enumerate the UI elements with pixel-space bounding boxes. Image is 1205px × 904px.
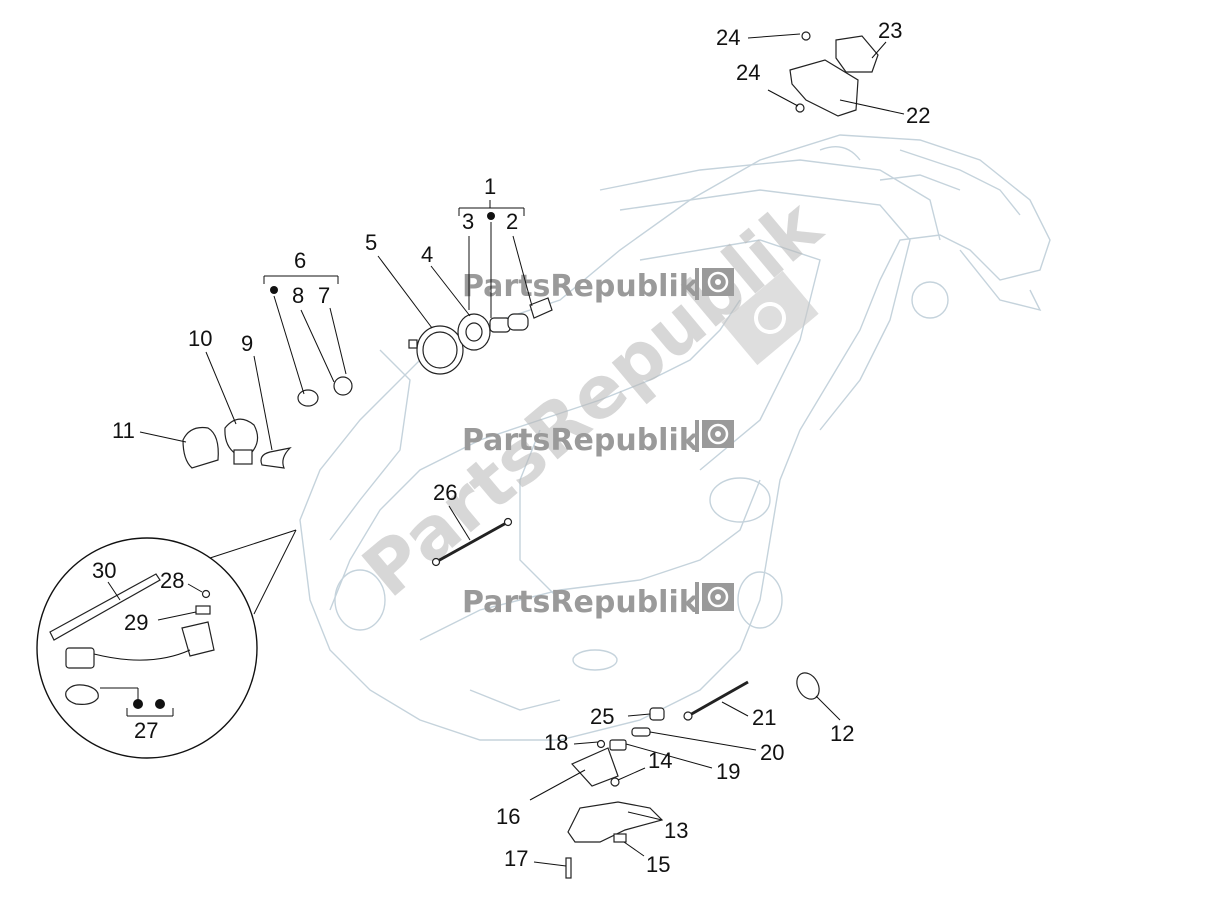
part-22-bracket [789, 31, 879, 117]
part-16-actuator [570, 747, 619, 787]
callout-1: 1 [484, 174, 496, 199]
part-27-key-tag [65, 684, 99, 705]
part-3-2-lock-cylinder [489, 297, 553, 333]
part-29-clip [195, 605, 211, 615]
callout-17: 17 [504, 846, 528, 871]
part-14-screw [610, 777, 620, 787]
callout-14: 14 [648, 748, 672, 773]
part-25-clip [649, 707, 665, 721]
watermark-text: PartsRepublik [462, 423, 700, 458]
callout-6: 6 [294, 248, 306, 273]
part-8-bulb [297, 389, 319, 407]
watermark-top: PartsRepublik [462, 268, 734, 304]
callout-11: 11 [112, 418, 135, 443]
callout-15: 15 [646, 852, 670, 877]
callout-30: 30 [92, 558, 116, 583]
part-21-cable [683, 680, 749, 721]
callout-19: 19 [716, 759, 740, 784]
part-7-ring [333, 376, 353, 396]
callout-18: 18 [544, 730, 568, 755]
callout-9: 9 [241, 331, 253, 356]
part-10-horn [224, 418, 259, 465]
watermark-text: PartsRepublik [462, 585, 700, 620]
part-18-screw [596, 739, 606, 749]
part-15-nut [613, 833, 627, 843]
part-19-pin [609, 739, 627, 751]
callout-28: 28 [160, 568, 184, 593]
gear-icon [702, 583, 734, 611]
part-30-cable-tie [49, 573, 161, 641]
part-20-spring [631, 727, 651, 737]
callout-29: 29 [124, 610, 148, 635]
callout-3: 3 [462, 209, 474, 234]
part-26-cable [431, 517, 513, 567]
part-5-lock-ring [408, 325, 464, 375]
gear-icon [702, 420, 734, 448]
watermark-middle: PartsRepublik [462, 420, 734, 458]
callout-13: 13 [664, 818, 688, 843]
part-4-lock-body [457, 313, 491, 351]
callout-26: 26 [433, 480, 457, 505]
callout-20: 20 [760, 740, 784, 765]
callout-24-lower: 24 [736, 60, 760, 85]
parts [182, 31, 879, 879]
callout-2: 2 [506, 209, 518, 234]
part-28-screw [201, 589, 211, 599]
gear-icon [702, 268, 734, 296]
leader-lines [107, 33, 905, 867]
part-11-horn-cover [182, 426, 219, 469]
callout-27: 27 [134, 718, 158, 743]
watermark-text: PartsRepublik [462, 269, 700, 304]
watermark-bottom: PartsRepublik [462, 582, 734, 620]
callout-24-top: 24 [716, 25, 740, 50]
scooter-frame [299, 134, 1051, 741]
callout-23: 23 [878, 18, 902, 43]
detail-inset [36, 529, 297, 759]
callout-21: 21 [752, 705, 776, 730]
callout-labels: 1 2 3 4 5 6 7 8 9 10 11 12 13 14 15 16 1… [92, 18, 930, 877]
callout-22: 22 [906, 103, 930, 128]
callout-8: 8 [292, 283, 304, 308]
part-17-bolt [565, 857, 572, 879]
callout-4: 4 [421, 242, 433, 267]
callout-5: 5 [365, 230, 377, 255]
part-relay [65, 621, 215, 669]
part-9-clip [260, 447, 292, 469]
callout-10: 10 [188, 326, 212, 351]
callout-16: 16 [496, 804, 520, 829]
callout-25: 25 [590, 704, 614, 729]
part-12-ring [796, 672, 820, 700]
callout-12: 12 [830, 721, 854, 746]
watermark-large-gear-icon [721, 270, 819, 366]
callout-7: 7 [318, 283, 330, 308]
